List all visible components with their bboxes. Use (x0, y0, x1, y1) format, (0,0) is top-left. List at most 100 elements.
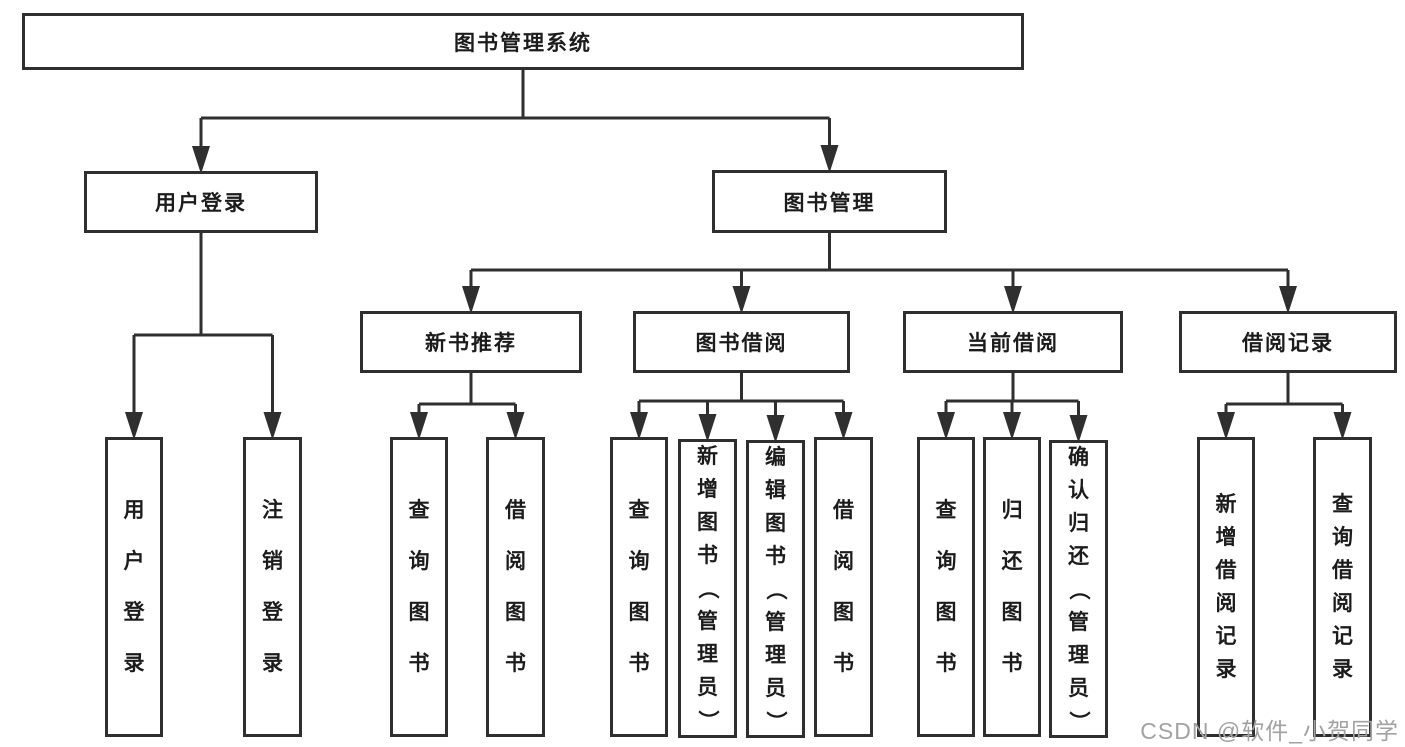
node-label-char: 登 (123, 601, 145, 624)
node-label-char: 查 (1332, 493, 1353, 516)
node-label-char: 还 (1001, 550, 1023, 573)
node-label-char: 户 (123, 550, 145, 573)
node-label-char: 书 (765, 544, 786, 568)
node-label-char: 员 (697, 676, 718, 699)
node-label-char: 图 (765, 511, 786, 535)
arrowhead-down (1217, 412, 1235, 440)
node-label-char: 图 (505, 601, 526, 624)
node-label-char: 借 (833, 499, 854, 522)
node-label: 新书推荐 (425, 332, 517, 355)
arrowhead-down (410, 412, 428, 440)
node-label-char: 查 (935, 499, 957, 522)
arrowhead-down (937, 412, 955, 440)
node-label-char: 查 (408, 499, 430, 522)
arrowhead-down (192, 146, 210, 174)
node-label-char: 录 (1332, 658, 1353, 681)
node-leaf-bb-query: 查询图书 (610, 437, 668, 737)
node-leaf-bb-borrow: 借阅图书 (814, 437, 873, 737)
arrowhead-down (1069, 415, 1088, 443)
node-leaf-cb-confirm: 确认归还（管理员） (1049, 440, 1108, 738)
node-label-char: 增 (1215, 526, 1237, 549)
node-label: 确认归还（管理员） (1052, 443, 1105, 735)
node-label-char: 理 (1068, 643, 1089, 667)
node-label-char: 员 (765, 676, 786, 700)
node-label-char: 员 (1068, 676, 1089, 700)
node-label-char: 登 (262, 601, 283, 624)
node-label-char: 销 (262, 550, 283, 573)
node-label-char: 询 (408, 550, 430, 573)
node-label-char: 图 (833, 601, 854, 624)
arrowhead-down (1333, 412, 1352, 440)
arrowhead-down (1003, 412, 1021, 440)
node-leaf-br-query: 查询借阅记录 (1313, 437, 1372, 737)
node-borrow-records: 借阅记录 (1179, 311, 1397, 373)
node-leaf-bb-add: 新增图书（管理员） (678, 439, 737, 738)
node-label-char: 录 (1215, 658, 1237, 681)
arrowhead-down (462, 286, 480, 314)
node-label: 图书管理系统 (454, 31, 592, 55)
node-label: 归还图书 (986, 440, 1038, 734)
arrowhead-down (834, 412, 853, 440)
node-current-borrow: 当前借阅 (903, 311, 1123, 373)
node-leaf-bb-edit: 编辑图书（管理员） (746, 440, 805, 738)
node-leaf-user-login: 用户登录 (105, 437, 163, 737)
node-label-char: 辑 (765, 478, 786, 502)
node-label-char: 借 (1215, 559, 1237, 582)
node-label-char: 阅 (505, 550, 526, 573)
node-label-char: ） (764, 710, 787, 732)
node-label-char: 书 (935, 652, 957, 675)
node-label-char: 编 (765, 445, 786, 469)
node-label-char: 图 (935, 601, 957, 624)
node-label: 当前借阅 (967, 332, 1059, 355)
node-label: 用户登录 (108, 440, 160, 734)
node-label-char: 注 (262, 499, 283, 522)
node-label: 借阅图书 (489, 440, 542, 734)
node-label: 编辑图书（管理员） (749, 443, 802, 735)
node-label-char: 理 (697, 643, 718, 666)
node-leaf-cb-return: 归还图书 (983, 437, 1041, 737)
node-label: 查询图书 (920, 440, 972, 734)
arrowhead-down (732, 286, 751, 314)
node-label-char: 用 (123, 499, 145, 522)
node-label: 新增借阅记录 (1200, 440, 1252, 734)
node-label-char: 查 (628, 499, 650, 522)
node-label-char: ） (1067, 710, 1090, 732)
node-label: 借阅图书 (817, 440, 870, 734)
node-label: 查询图书 (393, 440, 445, 734)
node-label-char: （ (696, 578, 719, 599)
node-label: 注销登录 (246, 440, 299, 734)
node-label-char: 书 (1001, 652, 1023, 675)
arrowhead-down (698, 414, 717, 442)
node-label: 用户登录 (155, 192, 247, 215)
node-label-char: 借 (1332, 559, 1353, 582)
arrowhead-down (263, 412, 282, 440)
node-label-char: 书 (408, 652, 430, 675)
node-label-char: 录 (123, 652, 145, 675)
node-label-char: 理 (765, 643, 786, 667)
node-label-char: 书 (628, 652, 650, 675)
node-label-char: 还 (1068, 544, 1089, 568)
node-label: 查询图书 (613, 440, 665, 734)
node-label-char: 图 (628, 601, 650, 624)
node-label-char: 询 (628, 550, 650, 573)
node-label-char: 录 (262, 652, 283, 675)
arrowhead-down (820, 145, 839, 173)
node-label-char: ） (696, 710, 719, 731)
node-label-char: 归 (1001, 499, 1023, 522)
node-new-book-rec: 新书推荐 (360, 311, 582, 373)
node-label-char: 书 (697, 544, 718, 567)
node-label-char: 新 (1215, 493, 1237, 516)
node-label-char: 图 (697, 511, 718, 534)
node-label-char: 记 (1215, 625, 1237, 648)
node-label-char: （ (764, 578, 787, 600)
node-label-char: 图 (408, 601, 430, 624)
arrowhead-down (766, 415, 785, 443)
node-root: 图书管理系统 (22, 13, 1024, 70)
node-user-login: 用户登录 (84, 171, 318, 233)
node-label: 图书管理 (783, 191, 876, 215)
node-book-mgmt: 图书管理 (712, 170, 947, 233)
arrowhead-down (1004, 286, 1022, 314)
